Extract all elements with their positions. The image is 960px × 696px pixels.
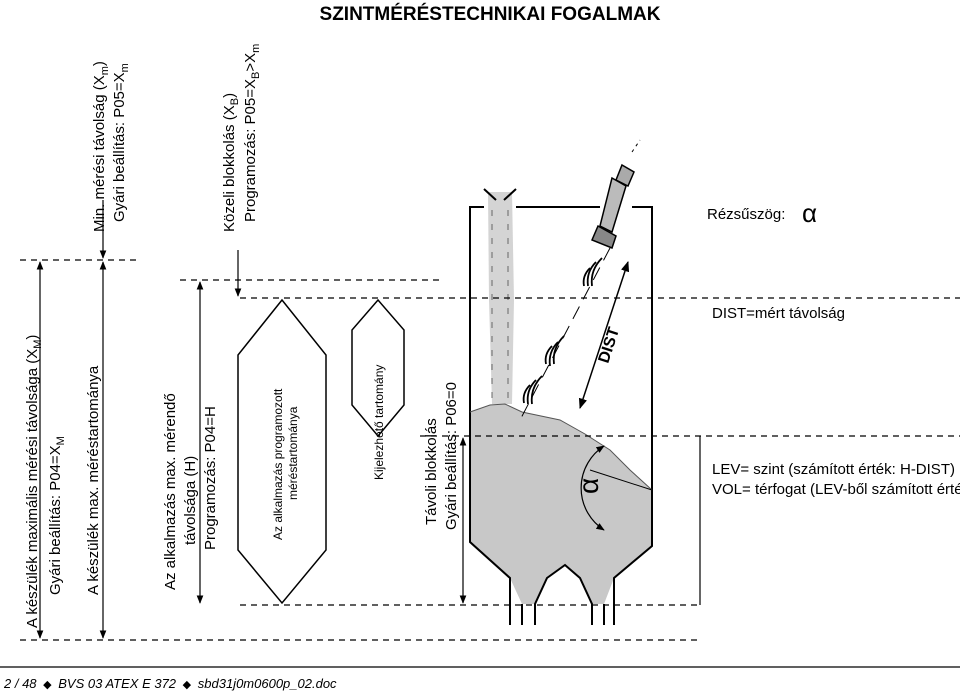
prog-range-label-1: Az alkalmazás programozott [271,388,285,540]
document-filename: sbd31j0m0600p_02.doc [197,676,337,691]
angle-label: Rézsűszög: [707,206,785,223]
dist-arrow [578,261,630,409]
beam-axis [519,247,611,421]
silo-wall [469,206,511,625]
diamond-icon: ◆ [43,679,52,691]
xm-factory-label: Gyári beállítás: P04=XM [47,436,67,595]
display-range-hexagon [351,298,405,438]
xm-min-label: Min. mérési távolság (Xm) [91,61,111,232]
h-label-1: Az alkalmazás max. mérendő [162,393,179,590]
material-fill [470,404,652,604]
h-label-2: távolsága (H) [182,456,199,545]
xm-min-factory-label: Gyári beállítás: P05=Xm [111,63,131,222]
slope-angle: α [573,445,653,531]
vol-label: VOL= térfogat (LEV-ből számított érték) [712,481,960,498]
silo [469,188,653,625]
display-range-label: Kijelezhető tartomány [372,365,386,480]
h-label-3: Programozás: P04=H [202,406,219,550]
dist-arrow-label: DIST [596,325,624,365]
max-range-label: A készülék max. méréstartománya [85,365,102,595]
far-block-label-1: Távoli blokkolás [423,418,440,525]
xm-label: A készülék maximális mérési távolsága (X… [24,335,44,628]
radar-waves [522,257,603,405]
slope-alpha: α [573,478,604,494]
far-block-label-2: Gyári beállítás: P06=0 [443,382,460,530]
xb-label: Közeli blokkolás (XB) [221,93,241,232]
lev-label: LEV= szint (számított érték: H-DIST) [712,461,955,478]
xb-programming-label: Programozás: P05=XB>Xm [242,44,262,222]
diagram-title: SZINTMÉRÉSTECHNIKAI FOGALMAK [320,3,661,25]
page-number: 2 / 48 [4,676,37,691]
programmed-range-hexagon [237,298,327,605]
prog-range-label-2: méréstartománya [286,406,300,500]
dist-label: DIST=mért távolság [712,305,845,322]
footer: 2 / 48 ◆ BVS 03 ATEX E 372 ◆ sbd31j0m060… [4,676,337,691]
sensor [591,139,641,249]
reference-lines [20,259,960,641]
angle-alpha: α [802,198,817,228]
certificate-number: BVS 03 ATEX E 372 [58,676,177,691]
diamond-icon: ◆ [182,679,192,691]
